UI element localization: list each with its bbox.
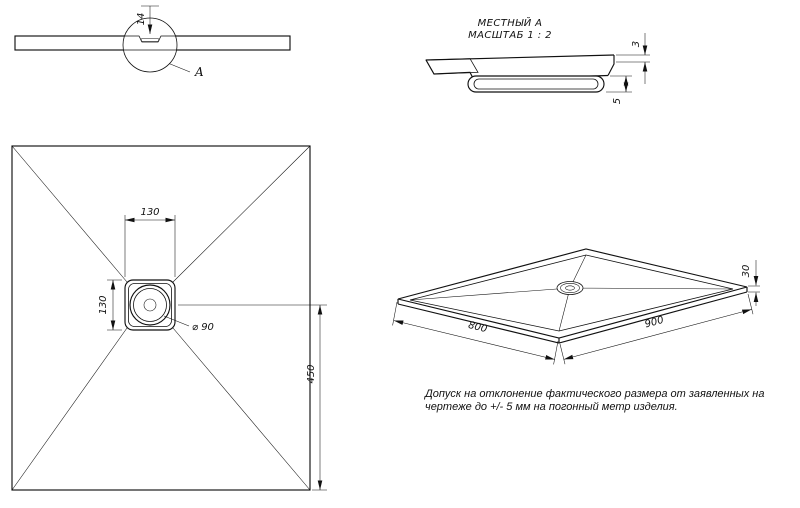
dim-label-900: 900 xyxy=(644,315,665,331)
extension-lines-130h xyxy=(124,215,176,277)
drain-cover-center-circle xyxy=(143,298,157,312)
iso-drain-mid xyxy=(560,283,580,293)
drain-diameter-leader xyxy=(163,315,190,327)
dim-label-130h: 130 xyxy=(140,207,159,218)
detail-scale: МАСШТАБ 1 : 2 xyxy=(468,30,552,41)
detail-cut-hatch xyxy=(425,58,479,75)
tolerance-note: Допуск на отклонение фактического размер… xyxy=(423,388,764,413)
dim-label-800: 800 xyxy=(467,320,488,335)
dimension-line-900 xyxy=(563,309,752,360)
drain-recess-profile xyxy=(123,35,177,43)
extension-lines-450 xyxy=(178,304,327,491)
detail-right-edge xyxy=(607,55,615,76)
section-view: A 14 xyxy=(14,5,291,79)
drain-cover-mid-circle xyxy=(133,288,167,322)
dim-label-drain-diameter: ⌀ 90 xyxy=(192,322,214,333)
detail-drain-lid-inner xyxy=(473,78,599,90)
tolerance-note-line2: чертеже до +/- 5 мм на погонный метр изд… xyxy=(425,401,678,413)
detail-leader-line xyxy=(168,63,191,73)
detail-view-a: МЕСТНЫЙ А МАСШТАБ 1 : 2 3 5 xyxy=(425,16,650,104)
extension-lines-30 xyxy=(748,285,760,293)
extension-lines-800 xyxy=(392,301,559,365)
extension-lines-5 xyxy=(606,75,632,93)
dim-label-3: 3 xyxy=(631,41,642,47)
extension-lines-900 xyxy=(559,293,754,365)
iso-thickness-edges xyxy=(397,287,748,343)
dim-label-14: 14 xyxy=(136,13,147,26)
dim-label-30: 30 xyxy=(741,265,752,278)
plan-view: 130 130 ⌀ 90 450 xyxy=(11,145,327,491)
iso-drain-center xyxy=(565,285,575,291)
iso-bottom-outline xyxy=(397,291,748,344)
iso-slope-fold-lines xyxy=(409,254,734,332)
detail-title: МЕСТНЫЙ А xyxy=(478,16,543,29)
detail-drain-lid-outer xyxy=(467,75,605,93)
dim-label-450: 450 xyxy=(306,364,317,383)
drain-frame-inner xyxy=(128,283,172,327)
drain-frame-outer xyxy=(124,279,176,331)
tolerance-note-line1: Допуск на отклонение фактического размер… xyxy=(423,388,764,400)
slope-fold-lines xyxy=(11,145,311,491)
dim-label-5: 5 xyxy=(612,98,623,104)
drain-cover-outer-circle xyxy=(129,284,171,326)
extension-lines-3 xyxy=(616,54,650,63)
detail-marker-label: A xyxy=(194,65,204,79)
drain-lid-profile xyxy=(140,38,160,42)
dimension-line-800 xyxy=(393,320,555,360)
isometric-view: 800 900 30 xyxy=(392,248,760,365)
dim-label-130v: 130 xyxy=(98,295,109,314)
